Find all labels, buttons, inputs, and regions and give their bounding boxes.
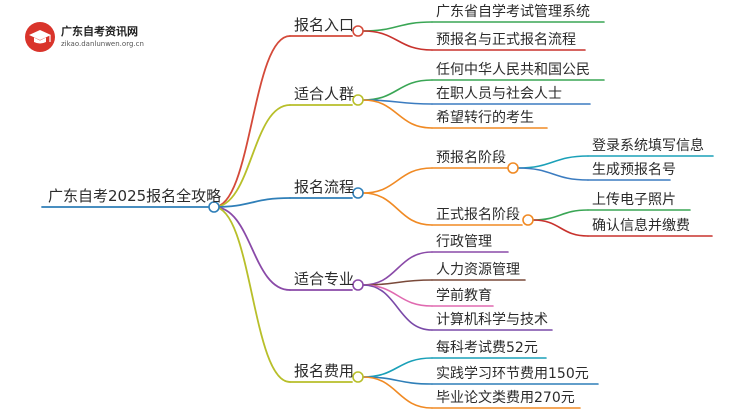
- subtopic-link-3-1: [362, 167, 433, 194]
- branch-link-5: [213, 206, 291, 383]
- subtopic-link-2-1: [362, 79, 433, 101]
- subtopic-3-2: 正式报名阶段: [436, 207, 520, 223]
- subtopic-2-3: 希望转行的考生: [436, 110, 534, 126]
- subtopic-link-1-2: [362, 30, 433, 51]
- subtopic-2-1: 任何中华人民共和国公民: [436, 62, 590, 78]
- subtopic-link-5-3: [362, 376, 433, 409]
- subtopic-4-4: 计算机科学与技术: [436, 312, 548, 328]
- subtopic-5-1: 每科考试费52元: [436, 340, 538, 356]
- branch-topic-1: 报名入口: [294, 16, 355, 34]
- subtopic-link-2-3: [362, 99, 433, 129]
- leaf-topic-1-2: 生成预报名号: [592, 162, 676, 178]
- subtopic-1-2: 预报名与正式报名流程: [436, 32, 576, 48]
- subtopic-5-3: 毕业论文类费用270元: [436, 390, 575, 406]
- subtopic-link-4-1: [362, 251, 433, 286]
- subtopic-1-1: 广东省自学考试管理系统: [436, 4, 590, 20]
- leaf-topic-2-2: 确认信息并缴费: [592, 218, 690, 234]
- branch-topic-5: 报名费用: [294, 362, 355, 380]
- branch-link-3: [213, 197, 291, 208]
- leaf-link-2-2: [532, 219, 589, 237]
- branch-node-1: [352, 25, 364, 37]
- subtopic-2-2: 在职人员与社会人士: [436, 86, 562, 102]
- branch-link-4: [213, 206, 291, 291]
- branch-topic-2: 适合人群: [294, 85, 355, 103]
- subtopic-link-1-1: [362, 21, 433, 32]
- branch-node-4: [352, 279, 364, 291]
- subtopic-node-2: [522, 214, 534, 226]
- subtopic-4-1: 行政管理: [436, 234, 492, 250]
- branch-topic-4: 适合专业: [294, 270, 355, 288]
- subtopic-node-1: [507, 162, 519, 174]
- leaf-topic-1-1: 登录系统填写信息: [592, 138, 704, 154]
- branch-topic-3: 报名流程: [294, 178, 355, 196]
- subtopic-link-4-2: [362, 279, 433, 286]
- subtopic-4-3: 学前教育: [436, 288, 492, 304]
- root-node: [208, 201, 220, 213]
- subtopic-link-4-3: [362, 284, 433, 307]
- subtopic-link-5-1: [362, 357, 433, 378]
- branch-link-2: [213, 104, 291, 208]
- branch-node-3: [352, 187, 364, 199]
- subtopic-link-3-2: [362, 192, 433, 226]
- leaf-link-2-1: [532, 209, 589, 221]
- root-topic: 广东自考2025报名全攻略: [48, 187, 222, 205]
- logo-subtitle: zikao.danlunwen.org.cn: [61, 40, 144, 48]
- subtopic-4-2: 人力资源管理: [436, 262, 520, 278]
- branch-node-5: [352, 371, 364, 383]
- graduation-cap-icon: [25, 22, 55, 52]
- branch-node-2: [352, 94, 364, 106]
- site-logo: 广东自考资讯网 zikao.danlunwen.org.cn: [25, 20, 195, 60]
- leaf-topic-2-1: 上传电子照片: [592, 192, 676, 208]
- leaf-link-1-2: [517, 167, 589, 181]
- subtopic-link-4-4: [362, 284, 433, 331]
- branch-link-1: [213, 35, 291, 208]
- logo-title: 广东自考资讯网: [61, 25, 138, 38]
- subtopic-5-2: 实践学习环节费用150元: [436, 366, 589, 382]
- leaf-link-1-1: [517, 155, 589, 169]
- subtopic-3-1: 预报名阶段: [436, 150, 506, 166]
